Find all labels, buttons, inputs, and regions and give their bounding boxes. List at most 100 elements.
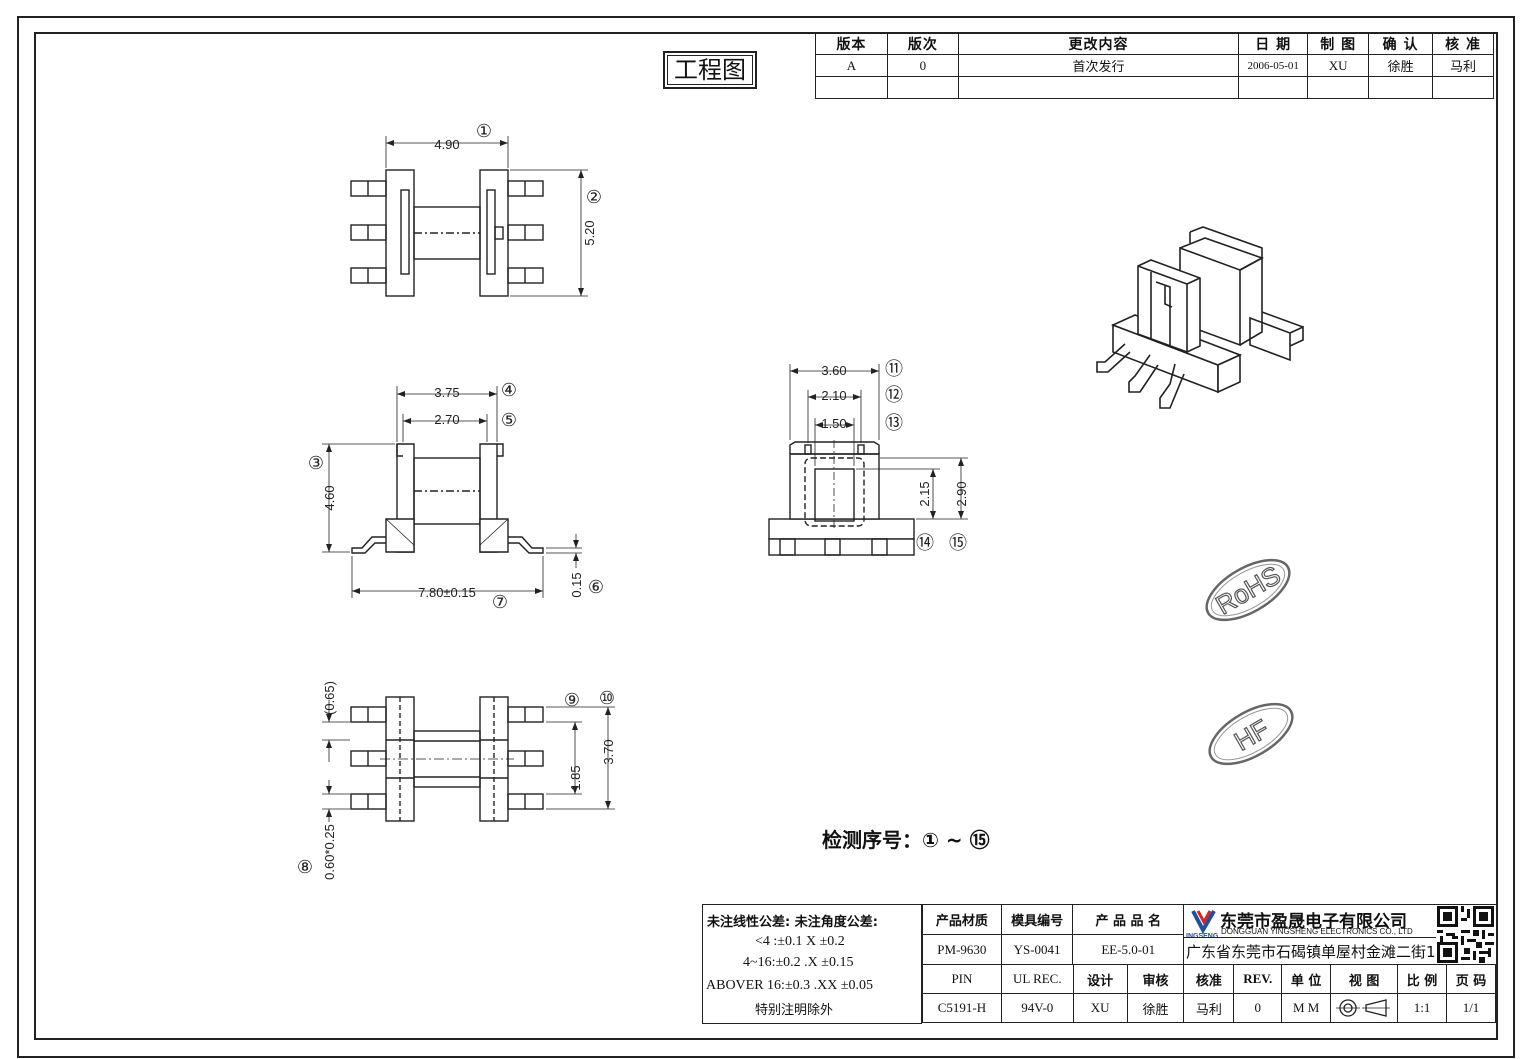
dim-text: 2.70: [434, 412, 459, 427]
scale-label: 比 例: [1397, 964, 1447, 994]
title-label-product: 产 品 品 名: [1072, 904, 1184, 935]
design-label: 设计: [1072, 964, 1128, 994]
projection-symbol-icon: [1330, 993, 1399, 1023]
company-address: 广东省东莞市石碣镇单屋村金滩二街11号: [1186, 943, 1461, 961]
dim-text: 3.70: [601, 739, 616, 764]
dim-text: 3.60: [821, 363, 846, 378]
company-name-cn: 东莞市盈晟电子有限公司: [1220, 912, 1407, 932]
rev-cell: 马利: [1432, 54, 1494, 77]
balloon: ①: [476, 121, 492, 142]
rev-header-date: 日 期: [1238, 33, 1309, 55]
balloon: ⑬: [885, 413, 903, 434]
company-header: INGSENG 东莞市盈晟电子有限公司 DONGGUAN YINGSHENG E…: [1183, 904, 1498, 965]
rev-cell: [886, 76, 959, 99]
dim-text: 5.20: [582, 220, 597, 245]
rev-cell: [1432, 76, 1494, 99]
rev-header-drawn: 制 图: [1307, 33, 1370, 55]
side-view: [768, 364, 968, 556]
balloon: ②: [586, 187, 602, 208]
title-block: 产品材质 模具编号 产 品 品 名 PM-9630 YS-0041 EE-5.0…: [922, 904, 1184, 965]
unit-label: 单 位: [1281, 964, 1332, 994]
review-label: 审核: [1126, 964, 1185, 994]
rev-cell: 2006-05-01: [1238, 54, 1309, 77]
rev-cell: [815, 76, 888, 99]
company-logo-icon: [1191, 909, 1216, 934]
rev-cell: A: [815, 54, 888, 77]
rev-header-confirm: 确 认: [1368, 33, 1434, 55]
svg-text:RoHS: RoHS: [1210, 560, 1285, 621]
rev-cell: XU: [1307, 54, 1370, 77]
tolerance-block: 未注线性公差: 未注角度公差: <4 :±0.1 X ±0.2 4~16:±0.…: [702, 904, 922, 1024]
dim-text: 2.15: [917, 481, 932, 506]
rev-cell: [1307, 76, 1370, 99]
reviewer-value: 徐胜: [1126, 993, 1185, 1023]
mold-value: YS-0041: [1000, 934, 1074, 965]
approve-label: 核准: [1183, 964, 1235, 994]
designer-value: XU: [1072, 993, 1128, 1023]
rev-header-edition: 版次: [886, 33, 959, 55]
rev-value: 0: [1233, 993, 1283, 1023]
isometric-view: [1096, 226, 1304, 409]
qr-code-icon: [1437, 906, 1494, 963]
pin-label: PIN: [922, 964, 1002, 994]
rev-cell: 徐胜: [1368, 54, 1434, 77]
material-value: PM-9630: [922, 934, 1002, 965]
revision-table: 版本 版次 更改内容 日 期 制 图 确 认 核 准 A 0 首次发行 2006…: [815, 33, 1494, 99]
rev-cell: [957, 76, 1240, 99]
bottom-view: [322, 696, 615, 822]
ul-value: 94V-0: [1000, 993, 1074, 1023]
unit-value: M M: [1281, 993, 1332, 1023]
hf-mark: HF: [1208, 702, 1294, 766]
inner-border: [34, 32, 1498, 1040]
tolerance-line: ABOVER 16:±0.3 .XX ±0.05: [706, 978, 874, 993]
dim-text: 0.60*0.25: [322, 824, 337, 880]
tolerance-line: 4~16:±0.2 .X ±0.15: [743, 955, 854, 970]
page-value: 1/1: [1446, 993, 1496, 1023]
tolerance-line: 未注线性公差: 未注角度公差:: [707, 915, 878, 930]
rev-label: REV.: [1233, 964, 1283, 994]
balloon: ⑦: [492, 592, 508, 613]
balloon: ④: [501, 380, 517, 401]
dim-text: 1.85: [568, 765, 583, 790]
inspection-label: 检测序号：① ~ ⑮: [822, 828, 990, 852]
dim-text: 7.80±0.15: [418, 585, 476, 600]
rev-cell: [1368, 76, 1434, 99]
balloon: ⑭: [916, 533, 934, 554]
scale-value: 1:1: [1397, 993, 1447, 1023]
drawing-title: 工程图: [663, 51, 757, 89]
pin-value: C5191-H: [922, 993, 1002, 1023]
balloon: ⑤: [501, 410, 517, 431]
balloon: ⑧: [297, 857, 313, 878]
dim-text: 0.15: [569, 572, 584, 597]
rev-header-version: 版本: [815, 33, 888, 55]
dim-text: 4.90: [434, 137, 459, 152]
title-label-material: 产品材质: [922, 904, 1002, 935]
dim-text: (0.65): [322, 681, 337, 715]
company-name-en: DONGGUAN YINGSHENG ELECTRONICS CO., LTD: [1221, 927, 1413, 936]
balloon: ⑥: [588, 577, 604, 598]
company-logo-text: INGSENG: [1186, 933, 1219, 940]
approver-value: 马利: [1183, 993, 1235, 1023]
top-view: [350, 136, 588, 297]
rev-header-approve: 核 准: [1432, 33, 1494, 55]
outer-border: [17, 16, 1515, 1058]
view-label: 视 图: [1330, 964, 1399, 994]
front-view: [322, 386, 582, 598]
title-block-bottom: PIN UL REC. 设计 审核 核准 REV. 单 位 视 图 比 例 页 …: [922, 964, 1496, 1023]
balloon: ⑨: [564, 690, 580, 711]
rev-header-change: 更改内容: [957, 33, 1240, 55]
balloon: ⑩: [599, 688, 615, 709]
tolerance-line: 特别注明除外: [755, 1003, 834, 1018]
dim-text: 2.90: [954, 481, 969, 506]
dim-text: 4.60: [322, 485, 337, 510]
dim-text: 1.50: [821, 416, 846, 431]
dim-text: 2.10: [821, 388, 846, 403]
balloon: ⑪: [885, 359, 903, 380]
page-label: 页 码: [1446, 964, 1496, 994]
rev-cell: [1238, 76, 1309, 99]
balloon: ⑫: [885, 385, 903, 406]
balloon: ③: [308, 453, 324, 474]
rev-cell: 0: [886, 54, 959, 77]
rohs-mark: RoHS: [1205, 558, 1291, 622]
